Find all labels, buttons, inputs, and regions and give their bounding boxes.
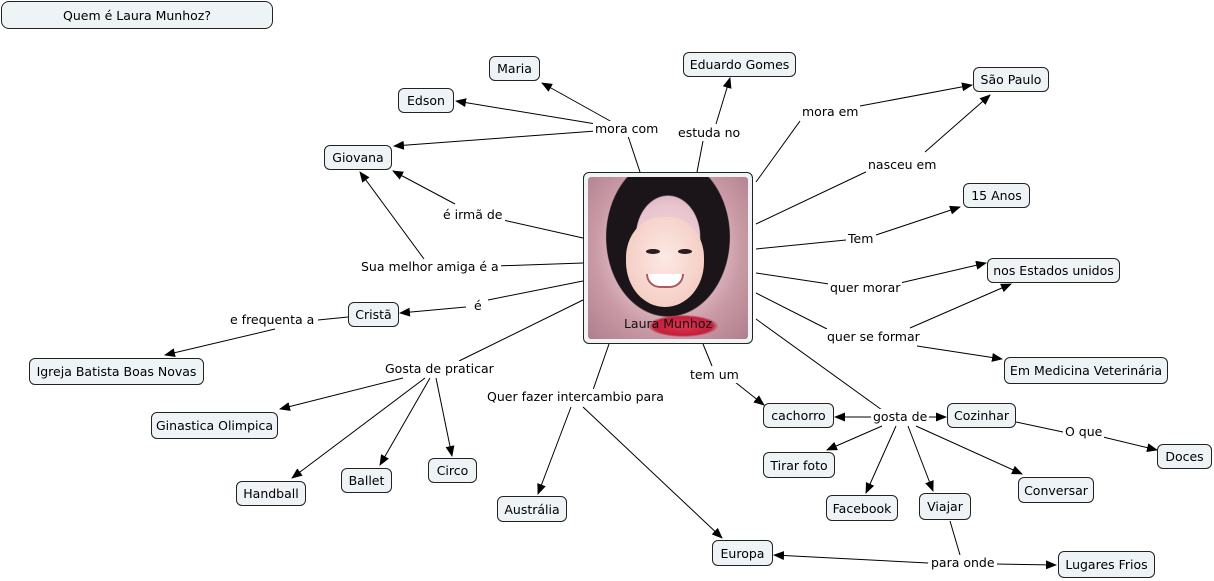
node-conversar[interactable]: Conversar xyxy=(1018,477,1094,503)
laura-munhoz-photo-node[interactable]: Laura Munhoz xyxy=(583,172,753,344)
node-maria[interactable]: Maria xyxy=(489,56,540,81)
node-viajar[interactable]: Viajar xyxy=(919,493,971,520)
node-europa[interactable]: Europa xyxy=(712,540,773,566)
red-flower xyxy=(648,315,718,337)
node-cozinhar[interactable]: Cozinhar xyxy=(947,403,1016,428)
node-facebook[interactable]: Facebook xyxy=(826,495,898,521)
node-cachorro[interactable]: cachorro xyxy=(763,403,834,428)
link-label-o-que: O que xyxy=(1063,424,1105,440)
node-ginastica-olimpica[interactable]: Ginastica Olimpica xyxy=(151,412,278,439)
left-eye xyxy=(646,249,660,254)
portrait-photo: Laura Munhoz xyxy=(588,177,748,339)
center-caption: Laura Munhoz xyxy=(623,316,713,331)
link-label-tem: Tem xyxy=(846,231,876,247)
right-eye xyxy=(678,249,692,254)
link-label-nasceu-em: nasceu em xyxy=(866,157,939,173)
node-doces[interactable]: Doces xyxy=(1157,444,1212,469)
node-sao-paulo[interactable]: São Paulo xyxy=(973,67,1049,92)
node-lugares-frios[interactable]: Lugares Frios xyxy=(1058,551,1155,578)
node-medicina-veterinaria[interactable]: Em Medicina Veterinária xyxy=(1004,357,1168,384)
map-title: Quem é Laura Munhoz? xyxy=(1,1,273,29)
node-australia[interactable]: Austrália xyxy=(497,496,567,522)
link-label-tem-um: tem um xyxy=(688,367,741,383)
node-15-anos[interactable]: 15 Anos xyxy=(963,183,1030,208)
node-crista[interactable]: Cristã xyxy=(348,302,399,327)
link-label-irma-de: é irmã de xyxy=(441,207,505,223)
node-eduardo-gomes[interactable]: Eduardo Gomes xyxy=(683,52,796,77)
node-handball[interactable]: Handball xyxy=(236,481,306,506)
link-label-gosta-de: gosta de xyxy=(871,409,930,425)
node-igreja-batista[interactable]: Igreja Batista Boas Novas xyxy=(29,358,204,385)
link-label-quer-morar: quer morar xyxy=(828,280,903,296)
link-label-intercambio: Quer fazer intercambio para xyxy=(485,389,666,405)
face-shape xyxy=(626,217,704,307)
link-label-quer-se-formar: quer se formar xyxy=(825,329,922,345)
node-giovana[interactable]: Giovana xyxy=(324,145,392,170)
node-circo[interactable]: Circo xyxy=(428,458,477,483)
node-ballet[interactable]: Ballet xyxy=(341,468,392,493)
link-label-melhor-amiga: Sua melhor amiga é a xyxy=(359,259,501,275)
link-label-e: é xyxy=(472,298,484,314)
node-tirar-foto[interactable]: Tirar foto xyxy=(763,452,835,478)
link-label-mora-com: mora com xyxy=(593,121,661,137)
link-label-mora-em: mora em xyxy=(800,104,861,120)
node-estados-unidos[interactable]: nos Estados unidos xyxy=(987,258,1120,283)
node-edson[interactable]: Edson xyxy=(398,88,454,113)
link-label-para-onde: para onde xyxy=(929,555,997,571)
link-label-estuda-no: estuda no xyxy=(676,125,743,141)
link-label-gosta-de-praticar: Gosta de praticar xyxy=(383,361,496,377)
link-label-e-frequenta-a: e frequenta a xyxy=(228,312,317,328)
